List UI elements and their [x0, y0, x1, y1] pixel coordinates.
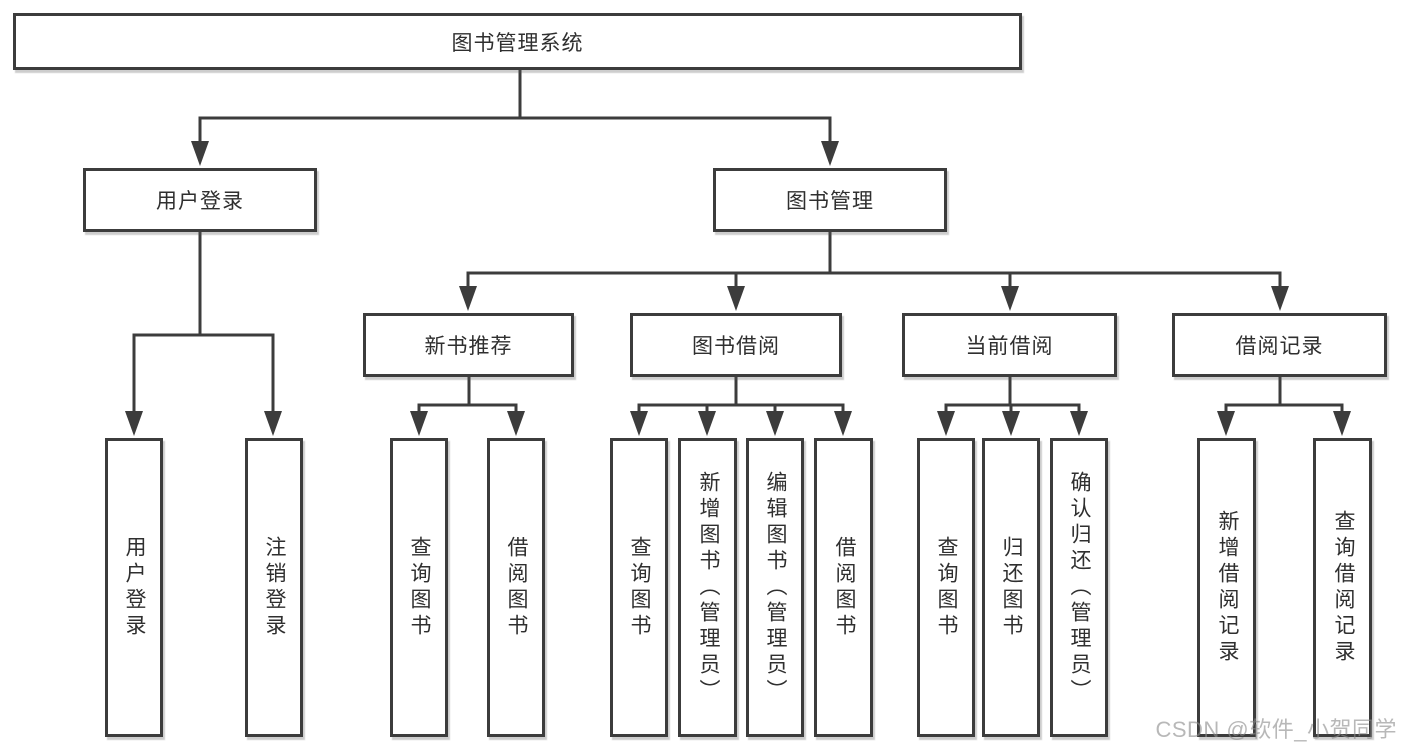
arrowheads: [125, 141, 1351, 436]
arrow-down-icon: [727, 286, 745, 311]
connector-current-to-leaves: [944, 377, 1081, 415]
node-leaf-confirm-return-admin: 确认归还（管理员）: [1050, 438, 1108, 737]
connector-root-to-level1: [198, 68, 832, 145]
arrow-down-icon: [937, 411, 955, 436]
node-leaf-add-book-admin: 新增图书（管理员）: [678, 438, 737, 737]
node-user-login: 用户登录: [83, 168, 317, 232]
node-leaf-edit-book-admin: 编辑图书（管理员）: [746, 438, 804, 737]
node-leaf-return-book: 归还图书: [982, 438, 1040, 737]
arrow-down-icon: [630, 411, 648, 436]
csdn-watermark: CSDN @软件_小贺同学: [1155, 717, 1397, 742]
connector-user-login-to-leaves: [132, 232, 275, 415]
arrow-down-icon: [1333, 411, 1351, 436]
node-leaf-query-borrow-record: 查询借阅记录: [1313, 438, 1372, 737]
arrow-down-icon: [1001, 286, 1019, 311]
arrow-down-icon: [1070, 411, 1088, 436]
arrow-down-icon: [410, 411, 428, 436]
arrow-down-icon: [507, 411, 525, 436]
node-library-management-system: 图书管理系统: [13, 13, 1022, 70]
arrow-down-icon: [125, 411, 143, 436]
node-current-borrowing: 当前借阅: [902, 313, 1117, 377]
node-leaf-query-book-borrow: 查询图书: [610, 438, 668, 737]
node-book-management: 图书管理: [713, 168, 947, 232]
arrow-down-icon: [834, 411, 852, 436]
arrow-down-icon: [459, 286, 477, 311]
node-leaf-user-login: 用户登录: [105, 438, 163, 737]
node-leaf-query-book-current: 查询图书: [917, 438, 975, 737]
arrow-down-icon: [264, 411, 282, 436]
node-new-book-recommend: 新书推荐: [363, 313, 574, 377]
node-leaf-borrow-book: 借阅图书: [814, 438, 873, 737]
arrow-down-icon: [821, 141, 839, 166]
arrow-down-icon: [1271, 286, 1289, 311]
connector-records-to-leaves: [1224, 377, 1344, 415]
node-leaf-add-borrow-record: 新增借阅记录: [1197, 438, 1256, 737]
arrow-down-icon: [191, 141, 209, 166]
arrow-down-icon: [766, 411, 784, 436]
node-book-borrowing: 图书借阅: [630, 313, 842, 377]
connector-book-mgmt-to-level2: [466, 232, 1282, 290]
node-borrowing-records: 借阅记录: [1172, 313, 1387, 377]
node-leaf-logout: 注销登录: [245, 438, 303, 737]
connector-borrow-to-leaves: [637, 377, 845, 415]
arrow-down-icon: [698, 411, 716, 436]
arrow-down-icon: [1002, 411, 1020, 436]
arrow-down-icon: [1217, 411, 1235, 436]
node-leaf-query-book-recommend: 查询图书: [390, 438, 448, 737]
node-leaf-borrow-book-recommend: 借阅图书: [487, 438, 545, 737]
connector-lines: [132, 68, 1344, 415]
connector-recommend-to-leaves: [417, 377, 518, 415]
